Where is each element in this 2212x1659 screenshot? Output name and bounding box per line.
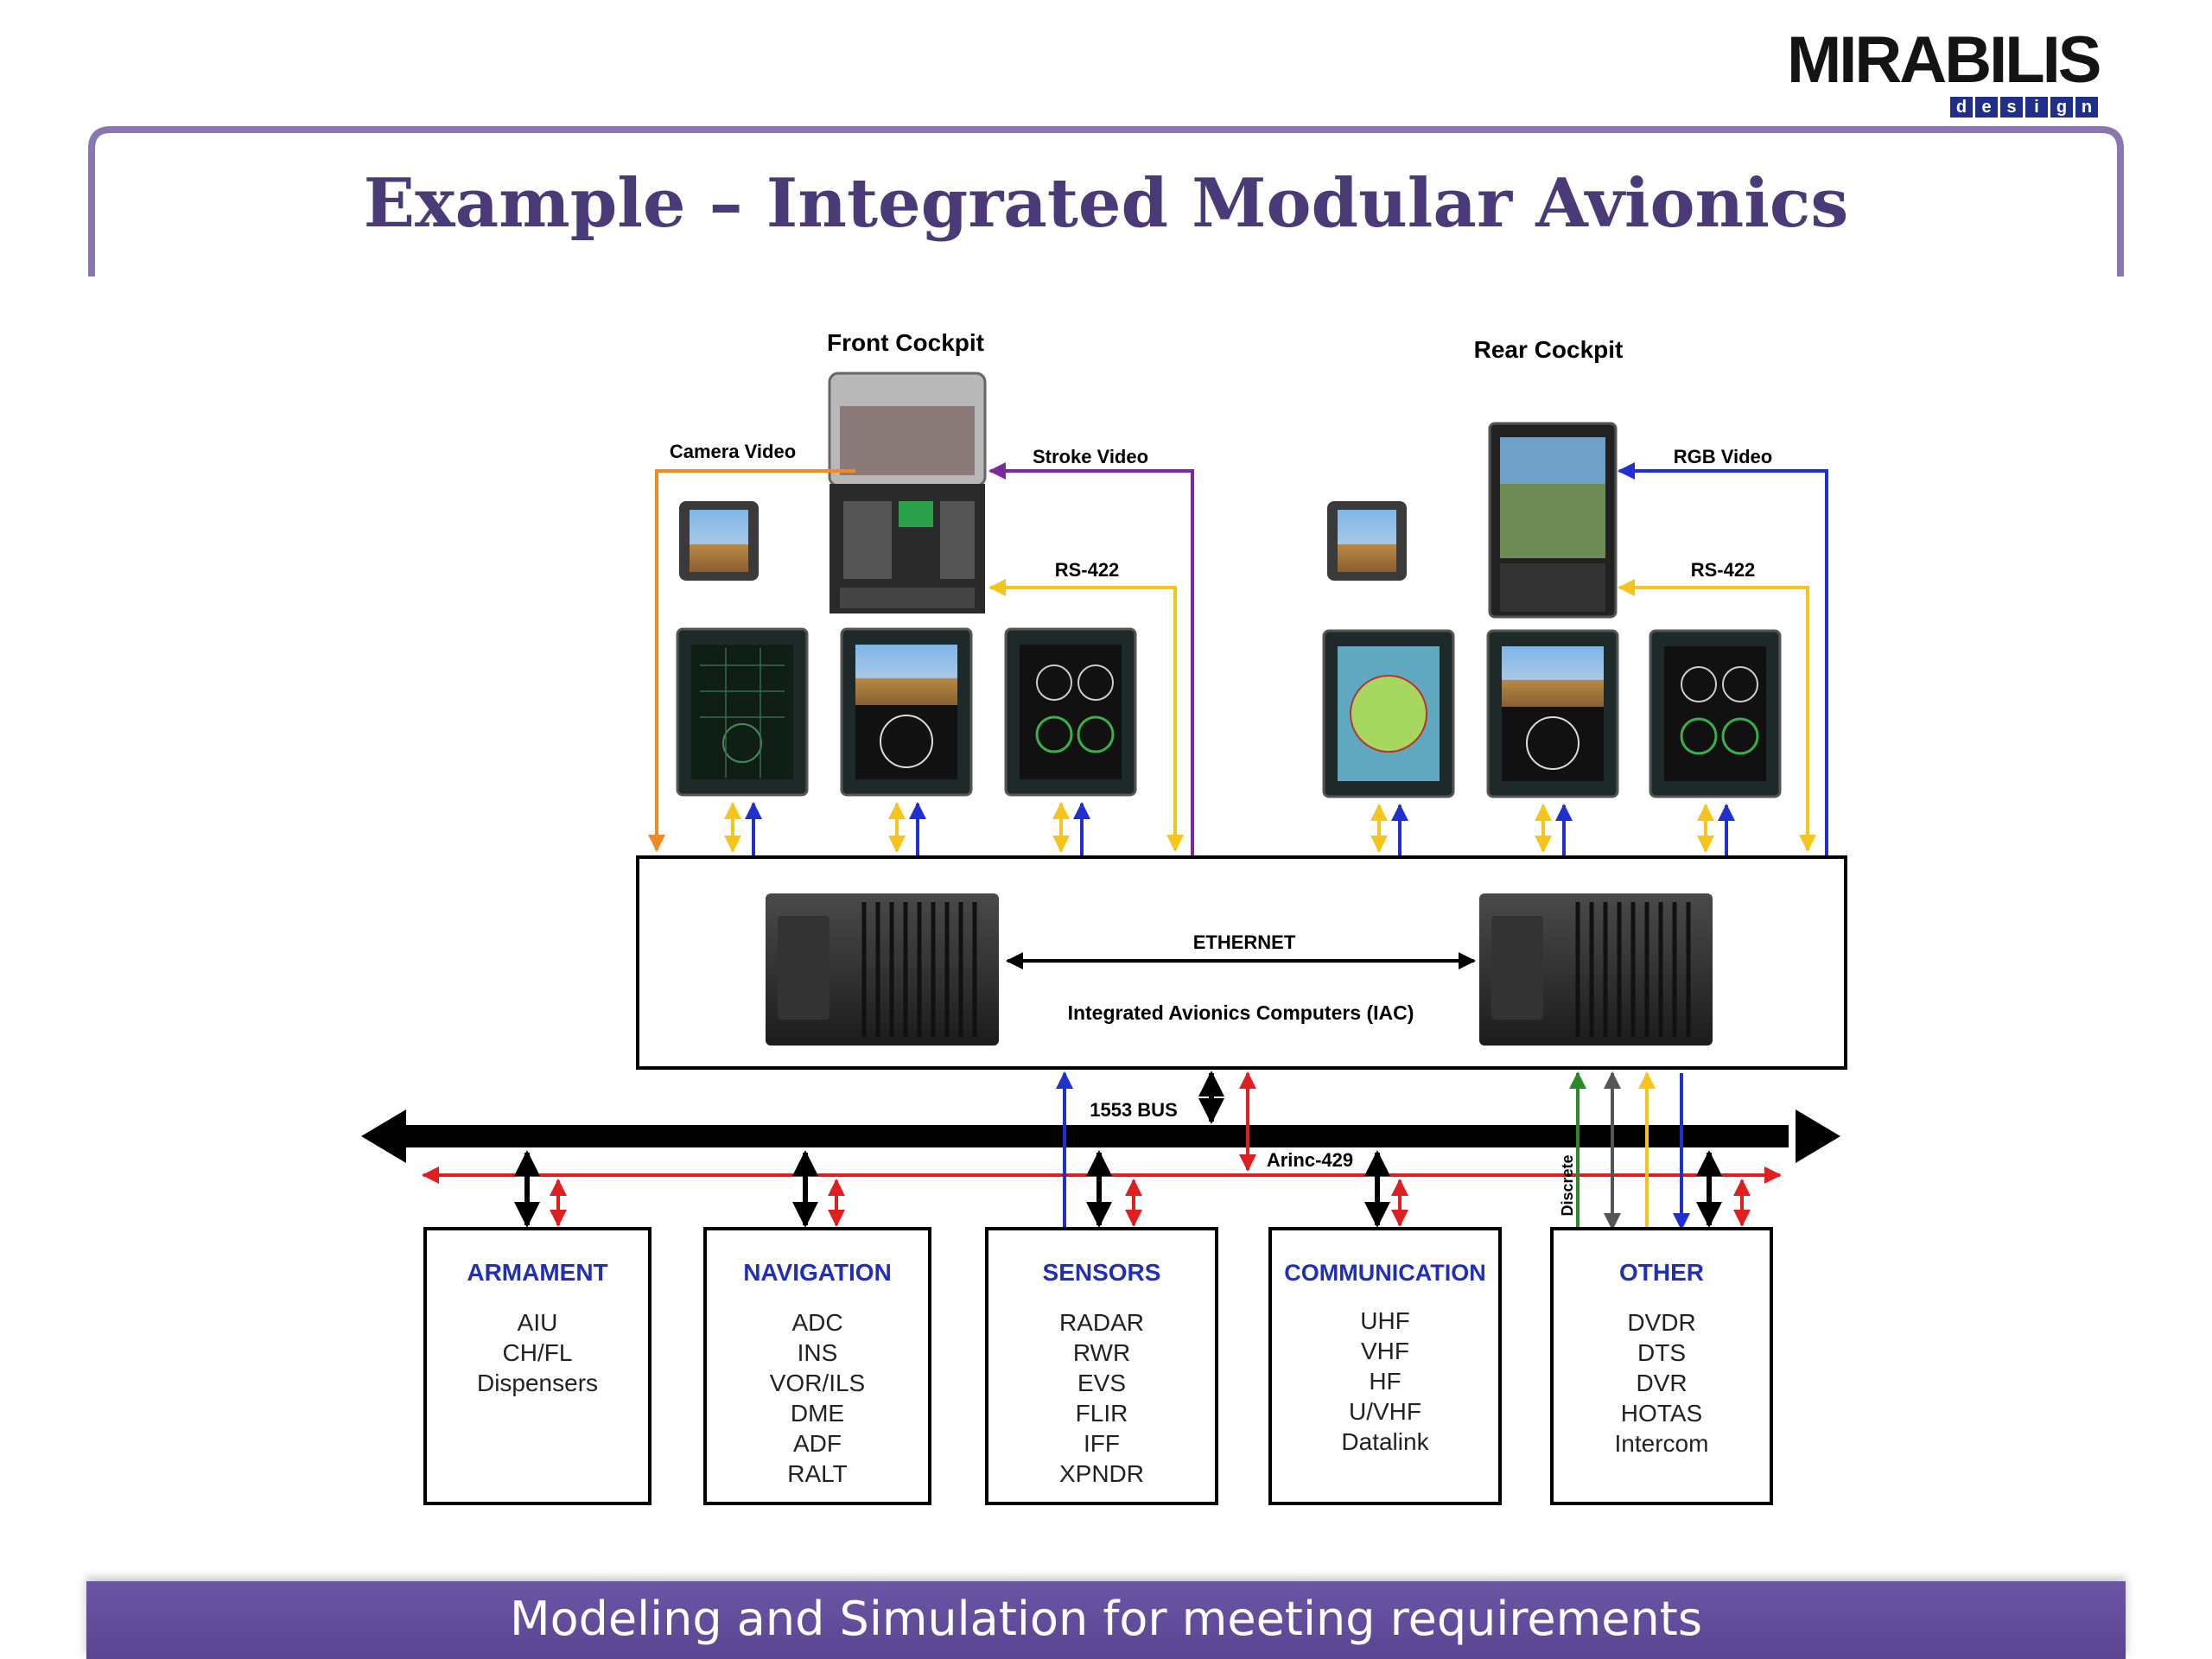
subsystem-item: FLIR (1076, 1400, 1128, 1427)
logo-letter: d (1950, 97, 1973, 118)
mfd-iac-arrows (724, 802, 1735, 855)
subsystem-item: DVDR (1627, 1309, 1695, 1336)
subsystem-item: INS (798, 1339, 838, 1366)
subsystem-item: UHF (1360, 1307, 1410, 1334)
front-mfd-2 (840, 627, 973, 797)
subsystem-other: OTHER DVDR DTS DVR HOTAS Intercom (1550, 1227, 1773, 1505)
bus-subsystem-arrows (514, 1150, 1751, 1228)
subsystem-item: CH/FL (503, 1339, 573, 1366)
subsystem-title: SENSORS (1043, 1259, 1161, 1286)
rear-cockpit-label: Rear Cockpit (1474, 336, 1624, 363)
camera-video-arrow (648, 469, 855, 852)
subsystem-navigation: NAVIGATION ADC INS VOR/ILS DME ADF RALT (703, 1227, 931, 1505)
subsystem-title: OTHER (1619, 1259, 1704, 1286)
footer-bar: Modeling and Simulation for meeting requ… (86, 1581, 2126, 1659)
subsystem-title: COMMUNICATION (1284, 1260, 1485, 1286)
front-mfd-1 (676, 627, 809, 797)
subsystem-sensors: SENSORS RADAR RWR EVS FLIR IFF XPNDR (985, 1227, 1218, 1505)
subsystem-item: DVR (1636, 1370, 1687, 1396)
iac-computer-right (1479, 893, 1713, 1046)
logo-letter: g (2050, 97, 2073, 118)
subsystem-item: VHF (1361, 1338, 1409, 1364)
subsystem-armament: ARMAMENT AIU CH/FL Dispensers (423, 1227, 652, 1505)
rgb-video-label: RGB Video (1674, 446, 1773, 467)
subsystem-item: DME (791, 1400, 844, 1427)
rs422-rear-label: RS-422 (1691, 559, 1756, 581)
arinc-429-label: Arinc-429 (1267, 1149, 1353, 1171)
logo-letter: n (2075, 97, 2098, 118)
front-rs422-arrow (988, 579, 1184, 852)
subsystem-communication: COMMUNICATION UHF VHF HF U/VHF Datalink (1268, 1227, 1502, 1505)
logo-letter: e (1975, 97, 1998, 118)
subsystem-item: IFF (1084, 1430, 1120, 1457)
subsystem-item: VOR/ILS (770, 1370, 865, 1396)
subsystem-item: RADAR (1059, 1309, 1144, 1336)
rear-rs422-arrow (1618, 579, 1816, 852)
subsystem-item: DTS (1637, 1339, 1686, 1366)
front-cockpit-label: Front Cockpit (827, 329, 984, 356)
logo-word: MIRABILIS (1787, 23, 2101, 97)
rear-rgb-display (1488, 422, 1618, 619)
discrete-label: Discrete (1559, 1154, 1576, 1216)
rear-mfd-1 (1322, 629, 1455, 798)
rear-standby-attitude-indicator (1327, 501, 1407, 581)
mirabilis-logo: MIRABILIS d e s i g n (1787, 22, 2101, 118)
title-frame (88, 126, 2124, 276)
ethernet-label: ETHERNET (1193, 931, 1296, 953)
subsystem-title: ARMAMENT (467, 1259, 607, 1286)
iac-label: Integrated Avionics Computers (IAC) (1068, 1001, 1414, 1024)
front-hud-display (828, 372, 987, 613)
subsystem-item: ADF (793, 1430, 842, 1457)
rear-mfd-2 (1486, 629, 1619, 798)
subsystem-item: Dispensers (477, 1370, 598, 1396)
subsystem-item: Datalink (1341, 1428, 1429, 1455)
subsystem-item: Intercom (1615, 1430, 1709, 1457)
subsystem-item: AIU (518, 1309, 558, 1336)
bus-1553-label: 1553 BUS (1090, 1099, 1178, 1121)
stroke-video-arrow (988, 462, 1194, 855)
logo-letter: i (2025, 97, 2048, 118)
front-mfd-3 (1004, 627, 1137, 797)
subsystem-item: ADC (791, 1309, 842, 1336)
bus-1553 (361, 1109, 1840, 1163)
logo-letter: s (2000, 97, 2023, 118)
stroke-video-label: Stroke Video (1033, 446, 1148, 467)
rgb-video-arrow (1618, 462, 1828, 855)
subsystem-item: EVS (1077, 1370, 1126, 1396)
slide-title: Example – Integrated Modular Avionics (363, 164, 1849, 243)
iac-bus-arrows (1056, 1071, 1690, 1230)
subsystem-title: NAVIGATION (743, 1259, 892, 1286)
subsystem-item: RWR (1073, 1339, 1130, 1366)
rs422-front-label: RS-422 (1055, 559, 1120, 581)
iac-computer-left (766, 893, 999, 1046)
subsystem-item: XPNDR (1059, 1460, 1144, 1487)
subsystem-item: HF (1369, 1368, 1401, 1395)
subsystem-item: RALT (787, 1460, 848, 1487)
subsystem-item: U/VHF (1349, 1398, 1421, 1425)
logo-subtitle: d e s i g n (1950, 97, 2098, 118)
rear-mfd-3 (1649, 629, 1782, 798)
subsystem-item: HOTAS (1621, 1400, 1702, 1427)
front-standby-attitude-indicator (679, 501, 759, 581)
camera-video-label: Camera Video (670, 441, 796, 462)
footer-text: Modeling and Simulation for meeting requ… (509, 1592, 1702, 1646)
